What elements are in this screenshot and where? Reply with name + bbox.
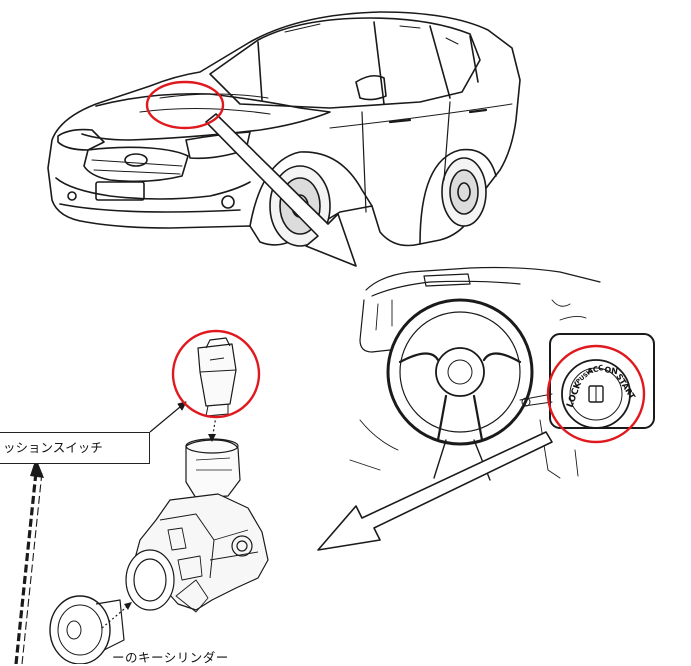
arrow-dashboard-to-assembly (317, 431, 553, 551)
dashboard-illustration (349, 266, 655, 481)
key-pos-lock: LOCK (565, 380, 584, 409)
highlight-connector (171, 329, 261, 419)
highlight-circles (145, 80, 646, 444)
key-pos-acc: ACC (586, 363, 605, 376)
key-pos-start: START (614, 372, 637, 401)
arrow-car-to-dashboard (205, 113, 357, 267)
car-illustration (47, 11, 521, 247)
location-arrows (14, 113, 553, 664)
key-cylinder-label: ーのキーシリンダー (112, 650, 229, 665)
key-pos-on: ON (604, 365, 619, 376)
highlight-ignition-key (546, 344, 646, 444)
ignition-switch-label: ッションスイッチ (0, 432, 150, 464)
highlight-car-dash-area (145, 80, 225, 130)
switch-assembly-illustration (49, 337, 269, 664)
